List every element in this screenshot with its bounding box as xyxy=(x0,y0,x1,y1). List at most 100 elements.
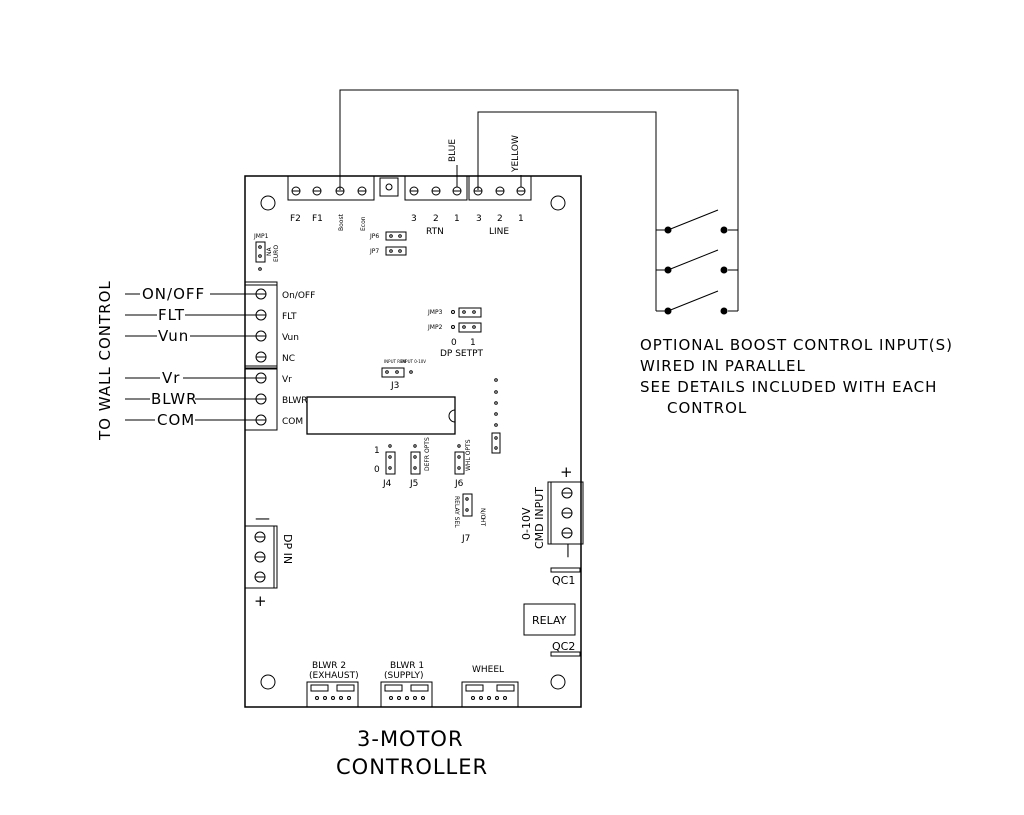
jmp-one: 1 xyxy=(470,338,476,348)
term-com: COM xyxy=(282,417,303,427)
wire-blue-label: BLUE xyxy=(448,139,458,162)
j4-label: J4 xyxy=(382,479,392,489)
j6-opts: WHL OPTS xyxy=(465,439,472,471)
j4-jumper xyxy=(385,451,396,475)
dp-in-label: DP IN xyxy=(281,534,294,564)
wire-vun: Vun xyxy=(158,327,189,345)
wall-wires xyxy=(125,293,256,421)
dp-plus: + xyxy=(254,592,268,610)
wire-vr: Vr xyxy=(162,369,180,387)
j3-jumper xyxy=(381,367,405,378)
cmd-input-terminal-block xyxy=(547,481,584,545)
boost-wire-outer xyxy=(339,89,739,311)
jmp2-label: JMP2 xyxy=(427,324,443,331)
jmp1-jumper xyxy=(255,241,266,263)
cmd-input-line1: 0-10V xyxy=(520,507,533,540)
to-wall-control-label: TO WALL CONTROL xyxy=(96,280,114,441)
label-econ: Econ xyxy=(360,216,367,231)
j4-zero: 0 xyxy=(374,465,380,475)
qc2-connector xyxy=(550,651,581,657)
left-terminal-strip-upper xyxy=(244,281,278,369)
top-terminal-block xyxy=(287,175,375,201)
j7-relay-sel: RELAY SEL xyxy=(453,496,460,528)
line-terminal-block xyxy=(468,175,532,201)
blwr2-sub: (EXHAUST) xyxy=(309,671,359,681)
boost-note-line3: SEE DETAILS INCLUDED WITH EACH xyxy=(640,378,937,396)
blwr1-connector xyxy=(380,681,433,708)
relay-label: RELAY xyxy=(532,614,567,627)
j4-one: 1 xyxy=(374,446,380,456)
left-terminal-strip-lower xyxy=(244,365,278,431)
term-on-off: On/OFF xyxy=(282,291,315,301)
ic-chip xyxy=(306,396,456,435)
dp-setpt-label: DP SETPT xyxy=(440,349,484,359)
dot-column xyxy=(491,378,501,454)
term-flt: FLT xyxy=(282,312,297,322)
line-label: LINE xyxy=(489,227,509,237)
wire-yellow-label: YELLOW xyxy=(511,135,521,173)
jmp3-jumper xyxy=(458,307,482,318)
blwr2-connector xyxy=(306,681,359,708)
j5-label: J5 xyxy=(409,479,418,489)
term-vun: Vun xyxy=(282,333,299,343)
dp-in-terminal-block xyxy=(244,525,278,589)
wire-flt: FLT xyxy=(158,306,185,324)
jp6-jumper xyxy=(385,231,407,241)
left-terminal-screws xyxy=(255,288,267,426)
line-num-3: 3 xyxy=(476,214,482,224)
line-num-2: 2 xyxy=(497,214,503,224)
rtn-terminal-block xyxy=(404,165,468,201)
rtn-num-2: 2 xyxy=(433,214,439,224)
blwr1-sub: (SUPPLY) xyxy=(384,671,424,681)
wheel-connector xyxy=(461,681,519,708)
jmp1-label: JMP1 xyxy=(253,233,269,240)
mounting-hole xyxy=(260,674,276,690)
mounting-hole xyxy=(550,674,566,690)
wire-com: COM xyxy=(157,411,195,429)
rtn-label: RTN xyxy=(426,227,444,237)
cmd-minus: — xyxy=(558,542,576,558)
controller-board xyxy=(244,175,582,708)
jp6-label: JP6 xyxy=(369,233,379,240)
jmp1-na: NA xyxy=(266,247,273,256)
label-f1: F1 xyxy=(312,214,323,224)
label-f2: F2 xyxy=(290,214,301,224)
line-num-1: 1 xyxy=(518,214,524,224)
mounting-hole xyxy=(260,195,276,211)
dp-minus: — xyxy=(255,509,271,527)
title-line2: CONTROLLER xyxy=(336,755,488,779)
relay-box xyxy=(523,603,576,636)
qc2-label: QC2 xyxy=(552,640,575,653)
qc1-label: QC1 xyxy=(552,574,575,587)
jmp-zero: 0 xyxy=(451,338,457,348)
boost-note-line4: CONTROL xyxy=(667,399,747,417)
small-connector xyxy=(379,177,399,197)
jmp1-euro: EURO xyxy=(273,245,280,262)
j3-input-rem: INPUT REM xyxy=(384,359,407,364)
term-blwr: BLWR xyxy=(282,396,308,406)
qc1-connector xyxy=(550,567,581,573)
j7-ht: HT xyxy=(479,518,486,527)
jp7-label: JP7 xyxy=(369,248,379,255)
wire-blwr: BLWR xyxy=(151,390,198,408)
j3-label: J3 xyxy=(390,381,399,391)
boost-wire-inner xyxy=(477,111,657,311)
term-vr: Vr xyxy=(282,375,292,385)
j7-no: N/O xyxy=(479,508,486,520)
j6-jumper xyxy=(454,451,465,475)
j7-jumper xyxy=(462,493,473,517)
wire-on-off: ON/OFF xyxy=(142,285,205,303)
j5-opts: DEFR OPTS xyxy=(424,437,431,471)
mounting-hole xyxy=(550,195,566,211)
j5-jumper xyxy=(410,451,421,475)
boost-switches xyxy=(655,209,739,315)
title-line1: 3-MOTOR xyxy=(357,727,464,751)
jmp2-jumper xyxy=(458,322,482,333)
wheel-label: WHEEL xyxy=(472,665,504,675)
rtn-num-3: 3 xyxy=(411,214,417,224)
jmp3-label: JMP3 xyxy=(427,309,443,316)
rtn-num-1: 1 xyxy=(454,214,460,224)
j7-label: J7 xyxy=(461,534,470,544)
j3-input-010: INPUT 0-10V xyxy=(401,359,426,364)
